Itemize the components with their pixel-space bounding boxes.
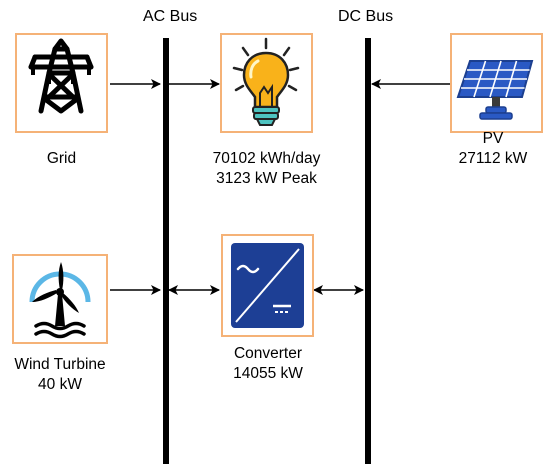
converter-name: Converter bbox=[233, 345, 303, 362]
wind-turbine-rating: 40 kW bbox=[38, 376, 82, 393]
grid-label: Grid bbox=[15, 149, 108, 169]
dc-bus-label: DC Bus bbox=[338, 8, 394, 25]
converter-box bbox=[221, 234, 314, 337]
wind-turbine-name: Wind Turbine bbox=[14, 356, 106, 373]
pv-rating: 27112 kW bbox=[458, 150, 528, 167]
grid-name: Grid bbox=[46, 150, 77, 167]
solar-panel-icon bbox=[456, 60, 534, 120]
light-bulb-icon bbox=[232, 37, 300, 126]
load-peak: 3123 kW Peak bbox=[216, 170, 317, 187]
pv-box bbox=[450, 33, 543, 133]
pv-label: PV 27112 kW bbox=[436, 129, 550, 169]
transmission-tower-icon bbox=[28, 38, 94, 114]
wind-turbine-box bbox=[12, 254, 108, 344]
grid-box bbox=[15, 33, 108, 133]
wind-turbine-label: Wind Turbine 40 kW bbox=[0, 355, 120, 395]
load-label: 70102 kWh/day 3123 kW Peak bbox=[196, 149, 337, 189]
ac-bus-line bbox=[163, 38, 169, 464]
load-energy: 70102 kWh/day bbox=[212, 150, 321, 167]
pv-name: PV bbox=[482, 130, 504, 147]
wind-turbine-icon bbox=[29, 262, 91, 339]
load-box bbox=[220, 33, 313, 133]
converter-icon bbox=[231, 243, 304, 328]
ac-bus-label: AC Bus bbox=[143, 8, 198, 25]
dc-bus-line bbox=[365, 38, 371, 464]
converter-rating: 14055 kW bbox=[233, 365, 303, 382]
converter-label: Converter 14055 kW bbox=[206, 344, 330, 384]
